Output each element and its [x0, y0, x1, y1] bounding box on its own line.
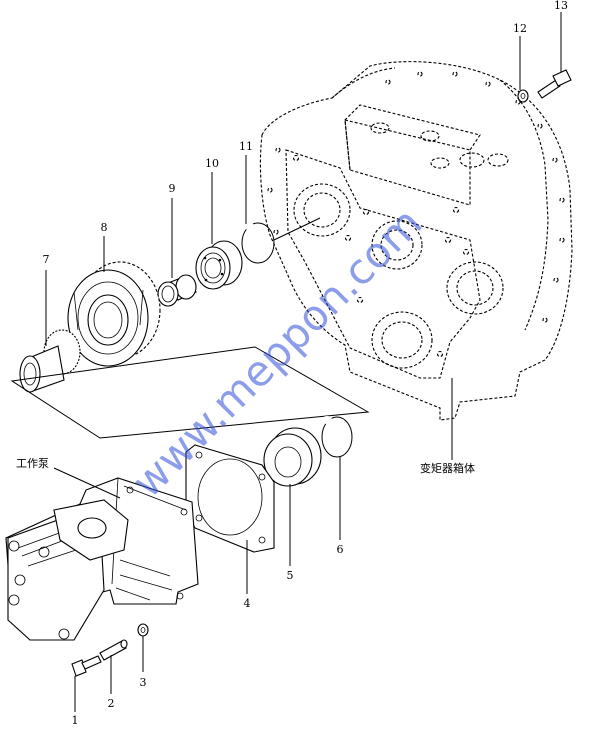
- part-10-bearing: [195, 240, 243, 290]
- part-9-bushing: [157, 274, 197, 307]
- part-11-snap-ring: [241, 217, 321, 264]
- part-8-gear: [67, 261, 161, 367]
- callout-13: 13: [554, 0, 568, 12]
- callout-3: 3: [140, 676, 147, 689]
- callout-numbers: 1 2 3 4 5 6 7 8 9 10 11 12 13: [43, 0, 569, 727]
- label-work-pump: 工作泵: [16, 457, 49, 470]
- assembly-bracket-line: [10, 346, 370, 439]
- converter-housing: [259, 61, 573, 421]
- work-pump: [5, 477, 199, 641]
- part-13-bolt: [537, 69, 572, 99]
- callout-4: 4: [244, 597, 251, 610]
- callout-8: 8: [101, 221, 108, 234]
- callout-12: 12: [513, 22, 527, 35]
- part-7-pinion: [19, 329, 81, 393]
- part-12-washer: [517, 89, 529, 103]
- callout-6: 6: [337, 543, 344, 556]
- part-5-oil-seal: [263, 427, 322, 487]
- leader-lines: [45, 12, 562, 712]
- label-converter-housing: 变矩器箱体: [420, 461, 475, 475]
- callout-1: 1: [72, 714, 79, 727]
- callout-2: 2: [108, 697, 115, 710]
- callout-5: 5: [287, 569, 294, 582]
- part-1-bolt: [71, 655, 102, 677]
- part-3-washer: [137, 623, 149, 637]
- part-2-stud: [99, 639, 128, 661]
- callout-7: 7: [43, 253, 50, 266]
- part-4-gasket: [185, 444, 275, 553]
- part-6-snap-ring: [321, 416, 353, 458]
- callout-11: 11: [239, 140, 253, 153]
- callout-9: 9: [169, 182, 176, 195]
- callout-10: 10: [205, 157, 219, 170]
